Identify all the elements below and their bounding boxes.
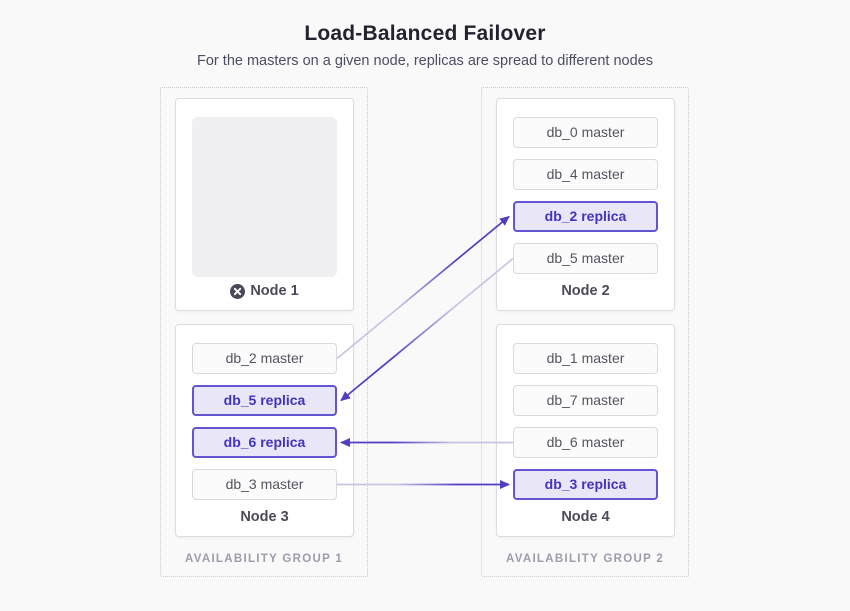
node-card-node-1: Node 1 <box>175 98 354 311</box>
node-card-node-2: db_0 master db_4 master db_2 replica db_5 m… <box>496 98 675 311</box>
node-name: Node 1 <box>250 283 299 299</box>
db-box-db_2-master: db_2 master <box>192 343 337 374</box>
node-name: Node 3 <box>240 509 289 525</box>
availability-group-2-label: AVAILABILITY GROUP 2 <box>505 553 665 565</box>
db-box-db_6-master: db_6 master <box>513 427 658 458</box>
db-box-db_1-master: db_1 master <box>513 343 658 374</box>
db-box-db_0-master: db_0 master <box>513 117 658 148</box>
db-box-db_3-replica: db_3 replica <box>513 469 658 500</box>
db-box-db_6-replica: db_6 replica <box>192 427 337 458</box>
availability-group-2: db_0 master db_4 master db_2 replica db_5 m… <box>481 87 689 577</box>
db-box-db_3-master: db_3 master <box>192 469 337 500</box>
db-box-db_4-master: db_4 master <box>513 159 658 190</box>
page-title: Load-Balanced Failover <box>304 22 546 45</box>
db-box-db_7-master: db_7 master <box>513 385 658 416</box>
db-list: db_2 master db_5 replica db_6 replica db_3 … <box>192 343 337 500</box>
db-list: db_0 master db_4 master db_2 replica db_5 m… <box>513 117 658 274</box>
node-name-row: Node 1 <box>176 283 353 299</box>
diagram-header: Load-Balanced Failover For the masters o… <box>0 22 850 69</box>
db-box-db_2-replica: db_2 replica <box>513 201 658 232</box>
availability-group-1-label: AVAILABILITY GROUP 1 <box>184 553 344 565</box>
node-name: Node 4 <box>561 509 610 525</box>
circle-x-icon <box>230 283 246 299</box>
failed-node-placeholder <box>192 117 337 277</box>
db-box-db_5-replica: db_5 replica <box>192 385 337 416</box>
node-name: Node 2 <box>561 283 610 299</box>
availability-group-1: Node 1 db_2 master db_5 replica db_6 repli… <box>160 87 368 577</box>
node-card-node-3: db_2 master db_5 replica db_6 replica db_3 … <box>175 324 354 537</box>
page-subtitle: For the masters on a given node, replica… <box>197 53 653 69</box>
node-card-node-4: db_1 master db_7 master db_6 master db_3 re… <box>496 324 675 537</box>
db-list: db_1 master db_7 master db_6 master db_3 re… <box>513 343 658 500</box>
db-box-db_5-master: db_5 master <box>513 243 658 274</box>
